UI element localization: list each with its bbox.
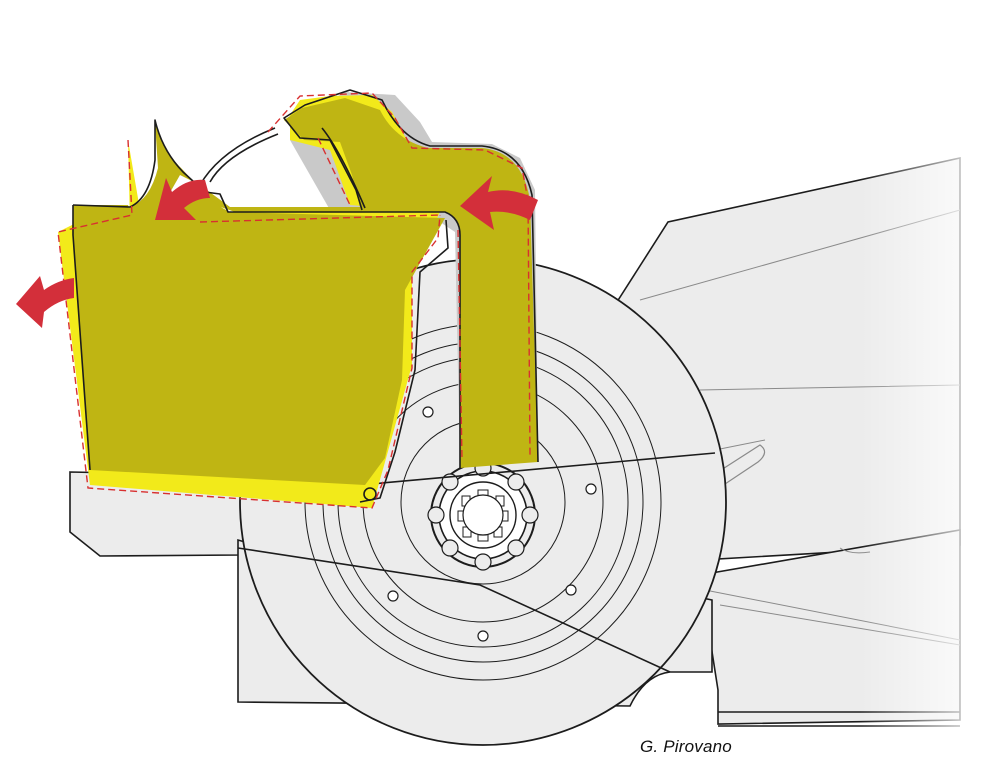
duct-body [73, 98, 538, 468]
author-credit: G. Pirovano [640, 737, 732, 756]
upper-flow-arrow-icon [155, 178, 210, 220]
duct-dashed-outline [57, 92, 531, 509]
inlet-arrow-icon [460, 176, 538, 230]
brake-duct [57, 89, 539, 509]
airflow-arrows [16, 176, 538, 328]
duct-outlines [72, 89, 539, 503]
hub-nut-icon [427, 459, 539, 571]
floor-diagonal-line [237, 547, 671, 673]
right-edge-fade [860, 140, 1000, 740]
duct-lower-panel [73, 190, 445, 485]
outlet-arrow-icon [16, 276, 74, 328]
body-surface-lines [639, 209, 961, 646]
suspension-arm [717, 444, 766, 487]
